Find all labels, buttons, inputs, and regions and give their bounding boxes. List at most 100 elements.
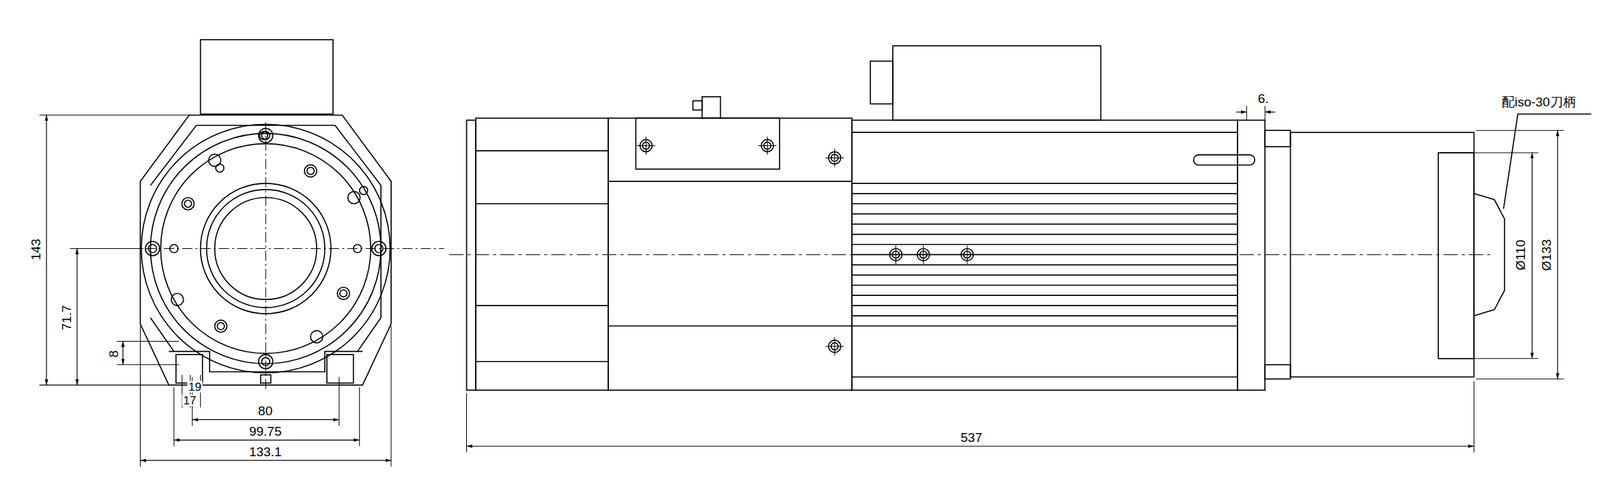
dimension-label: 6. xyxy=(1256,91,1271,105)
bolt-hole xyxy=(171,293,184,306)
bolt-hole xyxy=(145,241,160,256)
sensor-slot xyxy=(1193,154,1256,166)
extension-line xyxy=(1475,130,1564,132)
bolt-cross xyxy=(834,337,835,356)
middle-housing xyxy=(608,118,852,391)
pin-hole xyxy=(353,245,362,254)
dimension-line xyxy=(46,115,48,386)
extension-line xyxy=(466,393,467,454)
housing-inner xyxy=(150,318,174,352)
bolt-hole xyxy=(217,322,224,330)
nose-ring xyxy=(1438,152,1474,360)
extension-line xyxy=(1475,378,1564,380)
dimension-label: 8 xyxy=(106,348,120,360)
note-label: 配iso-30刀柄 xyxy=(1500,95,1578,109)
extension-line xyxy=(1473,381,1475,454)
bolt-hole xyxy=(337,287,350,300)
junction-box xyxy=(200,39,334,114)
dimension-line xyxy=(122,341,124,365)
fin-line xyxy=(851,182,1238,185)
leader-line xyxy=(1503,113,1592,209)
mount-plate xyxy=(636,118,781,170)
dimension-line xyxy=(174,440,360,441)
extension-line xyxy=(69,248,144,250)
dimension-label: 17 xyxy=(182,395,198,407)
illustration xyxy=(39,39,1592,467)
front-flange xyxy=(1237,120,1265,391)
rib-line xyxy=(475,361,609,363)
fin-line xyxy=(851,376,1238,379)
finned-body xyxy=(851,120,1238,391)
dimension-label: Ø133 xyxy=(1539,237,1553,272)
t-slot xyxy=(176,354,203,384)
bolt-hole xyxy=(348,191,361,205)
dimension-line xyxy=(192,419,340,421)
extension-line xyxy=(338,377,340,427)
bolt-cross xyxy=(834,148,835,168)
bolt-hole xyxy=(261,357,270,366)
dimension-line xyxy=(1531,152,1533,360)
bolt-hole xyxy=(261,131,270,140)
dimension-line xyxy=(1236,111,1247,113)
dimension-line xyxy=(466,446,1475,448)
dimension-label: 80 xyxy=(256,404,274,418)
air-fitting xyxy=(702,96,721,119)
key xyxy=(260,375,271,384)
rib-line xyxy=(475,305,609,307)
extension-line xyxy=(1264,105,1266,121)
bolt-hole xyxy=(372,241,387,256)
fin-line xyxy=(851,325,1238,327)
dimension-line xyxy=(76,248,78,385)
fin-line xyxy=(851,284,1238,287)
bolt-hole xyxy=(184,200,192,208)
dimension-line xyxy=(140,460,392,462)
bolt-hole xyxy=(339,290,347,297)
bolt-hole xyxy=(148,245,157,254)
extension-line xyxy=(39,114,190,116)
air-fitting xyxy=(692,101,702,110)
t-slot xyxy=(326,354,354,384)
bolt-cross xyxy=(922,245,924,265)
fin-line xyxy=(851,274,1238,276)
rib-line xyxy=(608,325,852,327)
dimension-line xyxy=(1264,111,1276,113)
fin-line xyxy=(851,131,1238,134)
bolt-hole xyxy=(258,354,274,370)
pin-hole xyxy=(359,186,368,195)
fin-line xyxy=(851,203,1238,205)
connector-plug xyxy=(870,61,893,105)
dimension-label: Ø110 xyxy=(1513,238,1527,272)
center-line xyxy=(265,122,267,393)
extension-line xyxy=(173,387,175,448)
dimension-line xyxy=(1556,130,1558,379)
dimension-label: 71.7 xyxy=(60,304,74,333)
extension-line xyxy=(116,341,179,342)
bolt-hole xyxy=(374,245,383,254)
extension-line xyxy=(359,387,360,448)
fin-line xyxy=(851,264,1238,267)
fin-line xyxy=(851,234,1238,236)
rib-line xyxy=(475,203,609,205)
rib-line xyxy=(608,180,852,183)
fin-line xyxy=(851,315,1238,317)
fin-line xyxy=(851,244,1238,246)
rib-line xyxy=(475,150,609,152)
extension-line xyxy=(139,326,141,467)
bolt-hole xyxy=(181,197,194,211)
pin-hole xyxy=(259,131,268,140)
dimension-label: 143 xyxy=(29,237,43,263)
dimension-label: 99.75 xyxy=(247,425,284,439)
extension-line xyxy=(1440,358,1538,360)
dimension-label: 19 xyxy=(187,380,203,393)
connector-box xyxy=(892,45,1102,121)
fin-line xyxy=(851,294,1238,297)
pin-hole xyxy=(215,163,224,173)
bolt-hole xyxy=(310,331,323,344)
extension-line xyxy=(1440,152,1538,154)
rear-housing xyxy=(475,118,609,391)
fin-line xyxy=(851,305,1238,307)
extension-line xyxy=(1246,105,1248,121)
